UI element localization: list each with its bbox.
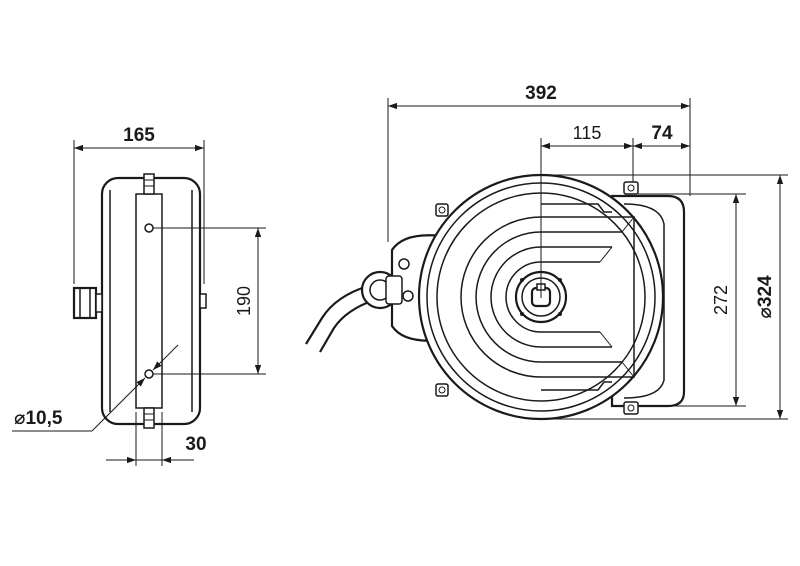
top-bolt — [143, 173, 155, 195]
dim-outer-diameter: ⌀324 — [541, 174, 788, 420]
dim-text-190: 190 — [234, 286, 254, 316]
dim-text-30: 30 — [185, 434, 206, 455]
bottom-bolt — [143, 407, 155, 429]
spiral-rail-3 — [490, 246, 612, 348]
dim-text-324: ⌀324 — [755, 275, 776, 319]
dim-text-392: 392 — [525, 83, 557, 104]
mounting-hole-bottom — [144, 369, 154, 379]
dim-hole-diameter: ⌀10,5 — [12, 344, 179, 432]
dim-inner-height: 272 — [638, 193, 746, 407]
dim-side-height: 190 — [153, 227, 266, 375]
dim-text-74: 74 — [651, 123, 673, 144]
dim-text-115: 115 — [573, 123, 602, 143]
side-view — [72, 173, 207, 429]
dim-bracket-width: 74 — [633, 123, 690, 150]
dim-text-10-5: ⌀10,5 — [14, 408, 63, 429]
dim-bracket-offset: 30 — [106, 412, 207, 466]
dim-side-width: 165 — [73, 125, 205, 284]
hose — [305, 284, 369, 345]
dim-front-width: 392 — [387, 83, 691, 242]
hose-outlet — [72, 286, 98, 320]
mounting-hole-top — [144, 223, 154, 233]
dim-text-272: 272 — [711, 285, 731, 315]
spiral-rail-2 — [475, 231, 622, 363]
dim-text-165: 165 — [123, 125, 155, 146]
spiral-rail-4 — [505, 261, 600, 333]
front-view — [305, 173, 686, 421]
spiral-rail-1 — [460, 216, 635, 378]
